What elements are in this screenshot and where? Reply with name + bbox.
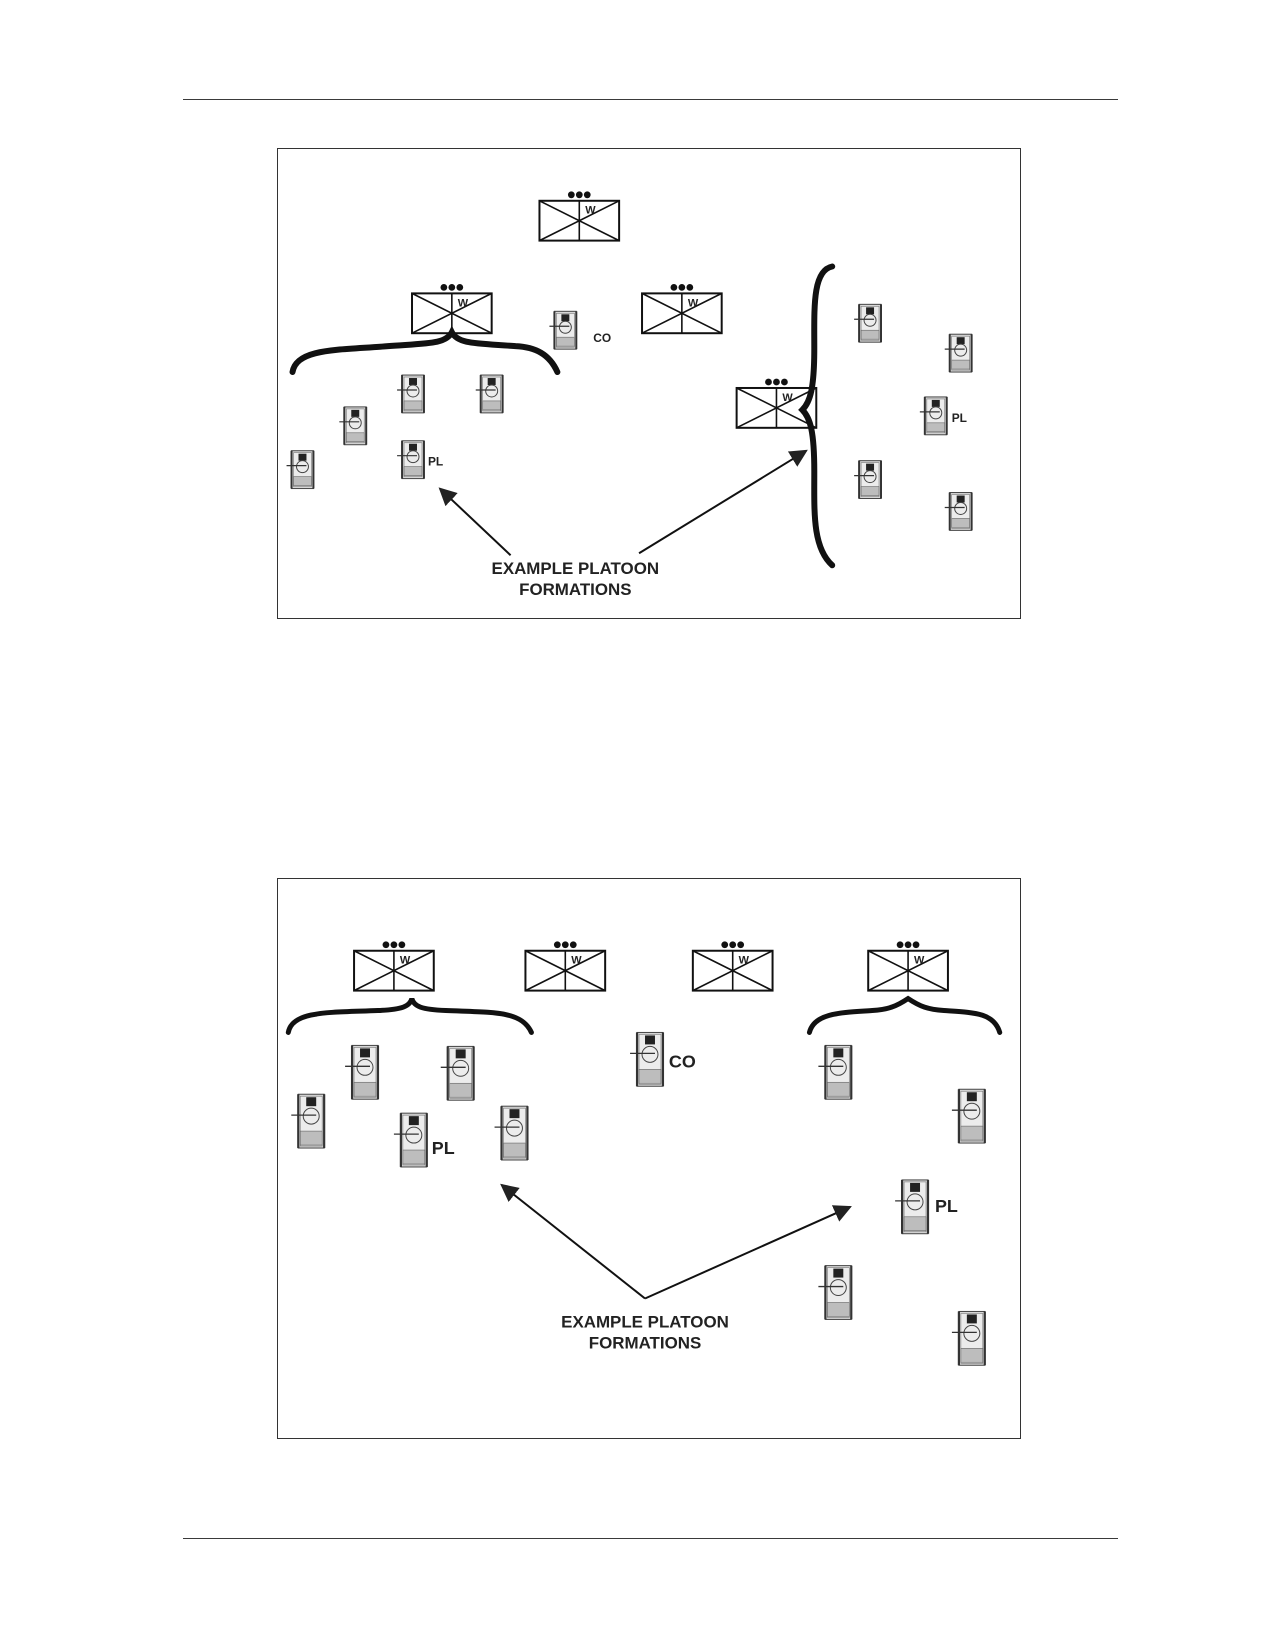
tank-icon — [943, 333, 973, 374]
callout-line-1: EXAMPLE PLATOON — [561, 1312, 729, 1331]
header-rule — [183, 99, 1118, 100]
brace-left — [285, 997, 534, 1035]
platoon-symbol-right: W — [641, 284, 723, 335]
tank-icon — [950, 1088, 986, 1145]
tank-icon — [853, 303, 883, 344]
unit-marking: W — [458, 297, 469, 309]
brace-left — [289, 325, 561, 376]
platoon-leader-label: PL — [428, 455, 443, 469]
platoon-leader-label: PL — [432, 1138, 455, 1158]
platoon-leader-label: PL — [952, 411, 967, 425]
tank-icon — [338, 405, 368, 446]
unit-marking: W — [914, 955, 925, 967]
callout-line-1: EXAMPLE PLATOON — [492, 559, 660, 578]
tank-icon — [918, 395, 948, 436]
tank-icon — [950, 1310, 986, 1367]
formation-diagram-1: W W W W CO PL PL EX — [285, 191, 973, 599]
company-commander-label: CO — [593, 331, 611, 345]
platoon-symbol-far-right: W — [735, 378, 818, 429]
company-commander-label: CO — [669, 1051, 696, 1071]
unit-marking: W — [400, 955, 411, 967]
tank-icon — [474, 374, 504, 414]
tank-icon — [396, 439, 425, 480]
callout-line-2: FORMATIONS — [589, 1333, 702, 1352]
tank-icon — [628, 1031, 665, 1088]
tank-icon — [285, 449, 315, 490]
platoon-symbol-1: W — [353, 941, 435, 992]
platoon-leader-label: PL — [935, 1196, 958, 1216]
brace-right — [806, 995, 1003, 1035]
arrow-right — [638, 449, 808, 555]
platoon-symbol-3: W — [691, 941, 774, 992]
tank-icon — [439, 1045, 475, 1102]
unit-marking: W — [739, 955, 750, 967]
footer-rule — [183, 1538, 1118, 1539]
formation-diagram-2: W W W W CO PL PL EX — [285, 941, 1003, 1367]
unit-marking: W — [782, 392, 793, 404]
tank-icon — [817, 1264, 853, 1321]
brace-right — [798, 263, 836, 569]
arrow-left — [500, 1183, 646, 1300]
unit-marking: W — [571, 955, 582, 967]
tank-icon — [894, 1178, 930, 1235]
unit-marking: W — [585, 205, 596, 217]
platoon-symbol-center: W — [538, 191, 621, 242]
tank-icon — [396, 374, 425, 414]
arrow-right — [644, 1205, 852, 1300]
callout-line-2: FORMATIONS — [519, 580, 631, 599]
tank-icon — [853, 459, 883, 500]
tank-icon — [548, 310, 578, 351]
figure-formation-2: W W W W CO PL PL EX — [277, 878, 1021, 1439]
tank-icon — [493, 1105, 529, 1162]
tank-icon — [290, 1093, 326, 1150]
tank-icon — [817, 1044, 853, 1101]
platoon-symbol-2: W — [524, 941, 607, 992]
tank-icon — [343, 1044, 380, 1101]
tank-icon — [943, 491, 973, 532]
figure-formation-1: W W W W CO PL PL EX — [277, 148, 1021, 619]
unit-marking: W — [688, 297, 699, 309]
platoon-symbol-4: W — [867, 941, 949, 992]
tank-icon — [392, 1112, 428, 1169]
arrow-left — [438, 487, 512, 556]
